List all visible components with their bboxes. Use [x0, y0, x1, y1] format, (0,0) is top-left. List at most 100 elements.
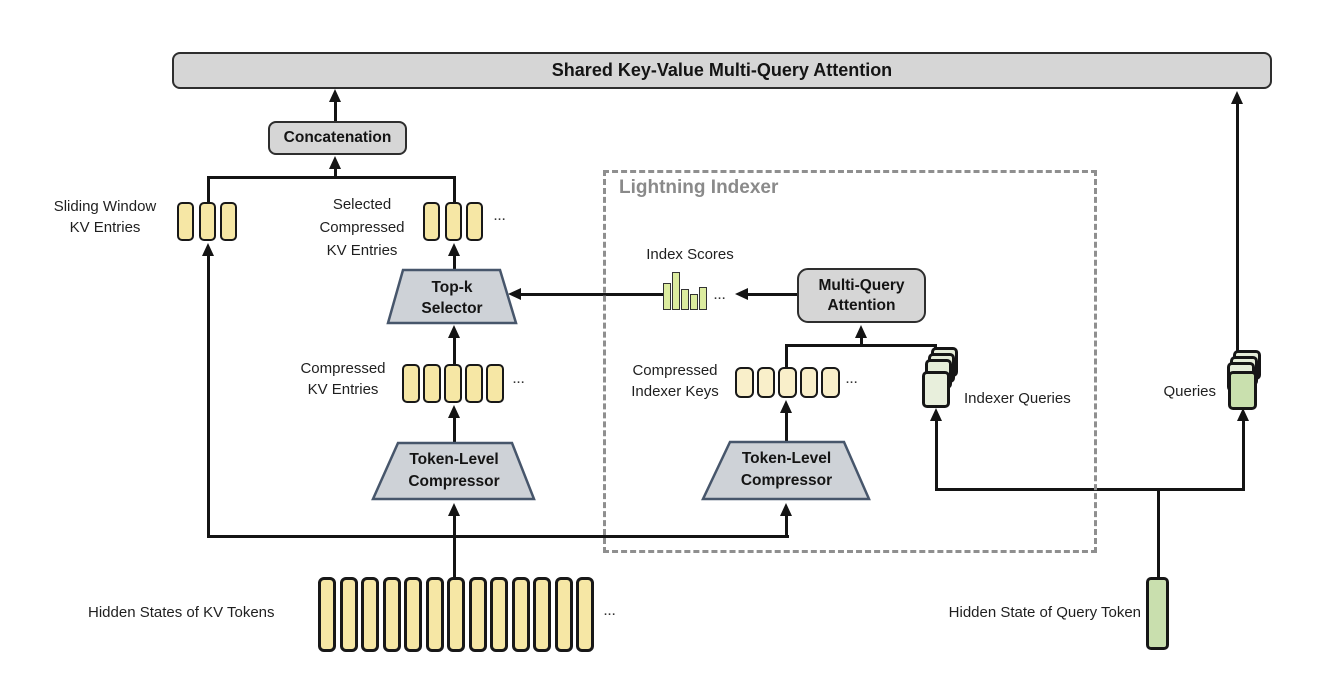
arrowhead-into-topk: [448, 325, 460, 338]
sc-line2: Compressed: [319, 219, 405, 236]
index-score-bar: [681, 289, 689, 310]
connector-concat-to-bar: [334, 98, 337, 124]
token: [423, 202, 440, 241]
token: [799, 367, 818, 398]
hidden-kv-label: Hidden States of KV Tokens: [88, 604, 275, 621]
connector-top-left-drop: [207, 176, 210, 203]
token-level-compressor-left-label: Token-Level Compressor: [371, 449, 537, 493]
multi-query-attention-label: Multi-Query Attention: [818, 276, 904, 316]
queries-label: Queries: [1163, 383, 1216, 400]
token: [756, 367, 775, 398]
compressed-kv-tokens: [402, 364, 507, 403]
sliding-window-kv-tokens: [177, 202, 242, 241]
sc-line1: Selected: [332, 196, 392, 213]
token: [486, 364, 504, 403]
arrowhead-into-tlc-right: [780, 503, 792, 516]
token: [466, 202, 483, 241]
token: [465, 364, 483, 403]
connector-query-token-drop: [1157, 488, 1160, 578]
compressed-kv-label: Compressed KV Entries: [287, 358, 399, 400]
hidden-query-label: Hidden State of Query Token: [948, 604, 1141, 621]
hidden-query-token: [1146, 577, 1169, 650]
token: [576, 577, 594, 652]
shared-kv-mqa-label: Shared Key-Value Multi-Query Attention: [551, 60, 893, 80]
selected-ellipsis: ...: [494, 211, 507, 223]
index-score-bar: [690, 294, 698, 310]
tlc-right-line2: Compressor: [740, 472, 833, 489]
arrowhead-concat-to-bar: [329, 89, 341, 102]
connector-ckv-to-topk: [453, 337, 456, 364]
arrowhead-queries-to-bar: [1231, 91, 1243, 104]
shared-kv-mqa-bar: Shared Key-Value Multi-Query Attention: [172, 52, 1272, 89]
concatenation-node: Concatenation: [268, 121, 407, 155]
connector-scores-to-topk: [521, 293, 663, 296]
token-level-compressor-right-shape: [701, 440, 871, 501]
connector-into-mqa: [860, 337, 863, 347]
compressed-kv-ellipsis: ...: [513, 374, 526, 386]
sliding-window-label: Sliding Window KV Entries: [36, 196, 174, 238]
arrowhead-mqa-to-scores: [735, 288, 748, 300]
arrowhead-scores-to-topk: [508, 288, 521, 300]
topk-line1: Top-k: [431, 279, 473, 296]
arrowhead-to-concat: [329, 156, 341, 169]
connector-hkv-up: [453, 515, 456, 577]
index-scores-bars: [663, 272, 713, 310]
token: [735, 367, 754, 398]
connector-bottom-horizontal: [207, 535, 789, 538]
connector-up-to-iq: [935, 420, 938, 490]
sw-line2: KV Entries: [69, 219, 141, 236]
index-score-bar: [699, 287, 707, 310]
index-score-bar: [663, 283, 671, 310]
token-level-compressor-left-shape: [371, 441, 536, 501]
connector-tlc-to-ckv: [453, 417, 456, 442]
arrowhead-into-iq-stack: [930, 408, 942, 421]
cik-line2: Indexer Keys: [631, 383, 719, 400]
connector-to-tlc-right: [785, 515, 788, 536]
topk-line2: Selector: [421, 300, 483, 317]
token: [339, 577, 358, 652]
index-scores-ellipsis: ...: [714, 290, 727, 302]
sw-line1: Sliding Window: [53, 198, 157, 215]
hidden-states-kv-tokens: [318, 577, 598, 652]
top-k-selector-label: Top-k Selector: [386, 277, 518, 319]
arrowhead-to-selected-tokens: [448, 243, 460, 256]
arrowhead-into-ckv: [448, 405, 460, 418]
compressed-indexer-keys-label: Compressed Indexer Keys: [618, 360, 732, 402]
connector-up-to-queries: [1242, 420, 1245, 490]
token: [318, 577, 336, 652]
ckv-line2: KV Entries: [307, 381, 379, 398]
token: [533, 577, 551, 652]
token: [198, 202, 216, 241]
tlc-left-line1: Token-Level: [409, 451, 499, 468]
arrowhead-into-queries-stack: [1237, 408, 1249, 421]
connector-queries-to-bar: [1236, 104, 1239, 354]
arrowhead-into-keys: [780, 400, 792, 413]
connector-query-horizontal: [935, 488, 1245, 491]
connector-top-right-drop: [453, 176, 456, 203]
connector-topk-to-selected: [453, 255, 456, 270]
concatenation-label: Concatenation: [283, 129, 392, 146]
arrowhead-to-sliding-tokens: [202, 243, 214, 256]
lightning-indexer-title: Lightning Indexer: [619, 177, 779, 198]
token: [444, 202, 462, 241]
arrowhead-into-mqa: [855, 325, 867, 338]
token: [821, 367, 840, 398]
ckv-line1: Compressed: [300, 360, 386, 377]
token: [447, 577, 465, 652]
token: [402, 364, 420, 403]
token: [511, 577, 530, 652]
index-score-bar: [672, 272, 680, 310]
connector-tlcr-to-keys: [785, 412, 788, 441]
mqa-line1: Multi-Query: [818, 276, 905, 294]
compressed-indexer-key-tokens: [735, 367, 843, 398]
token: [468, 577, 487, 652]
arrowhead-into-tlc-left: [448, 503, 460, 516]
token: [382, 577, 401, 652]
connector-to-concat: [334, 168, 337, 179]
sc-line3: KV Entries: [326, 242, 398, 259]
indexer-queries-card-front: [922, 371, 950, 408]
selected-compressed-label: Selected Compressed KV Entries: [303, 193, 421, 262]
tlc-left-line2: Compressor: [408, 473, 500, 490]
index-scores-label: Index Scores: [646, 246, 734, 263]
queries-card-front: [1228, 371, 1257, 410]
